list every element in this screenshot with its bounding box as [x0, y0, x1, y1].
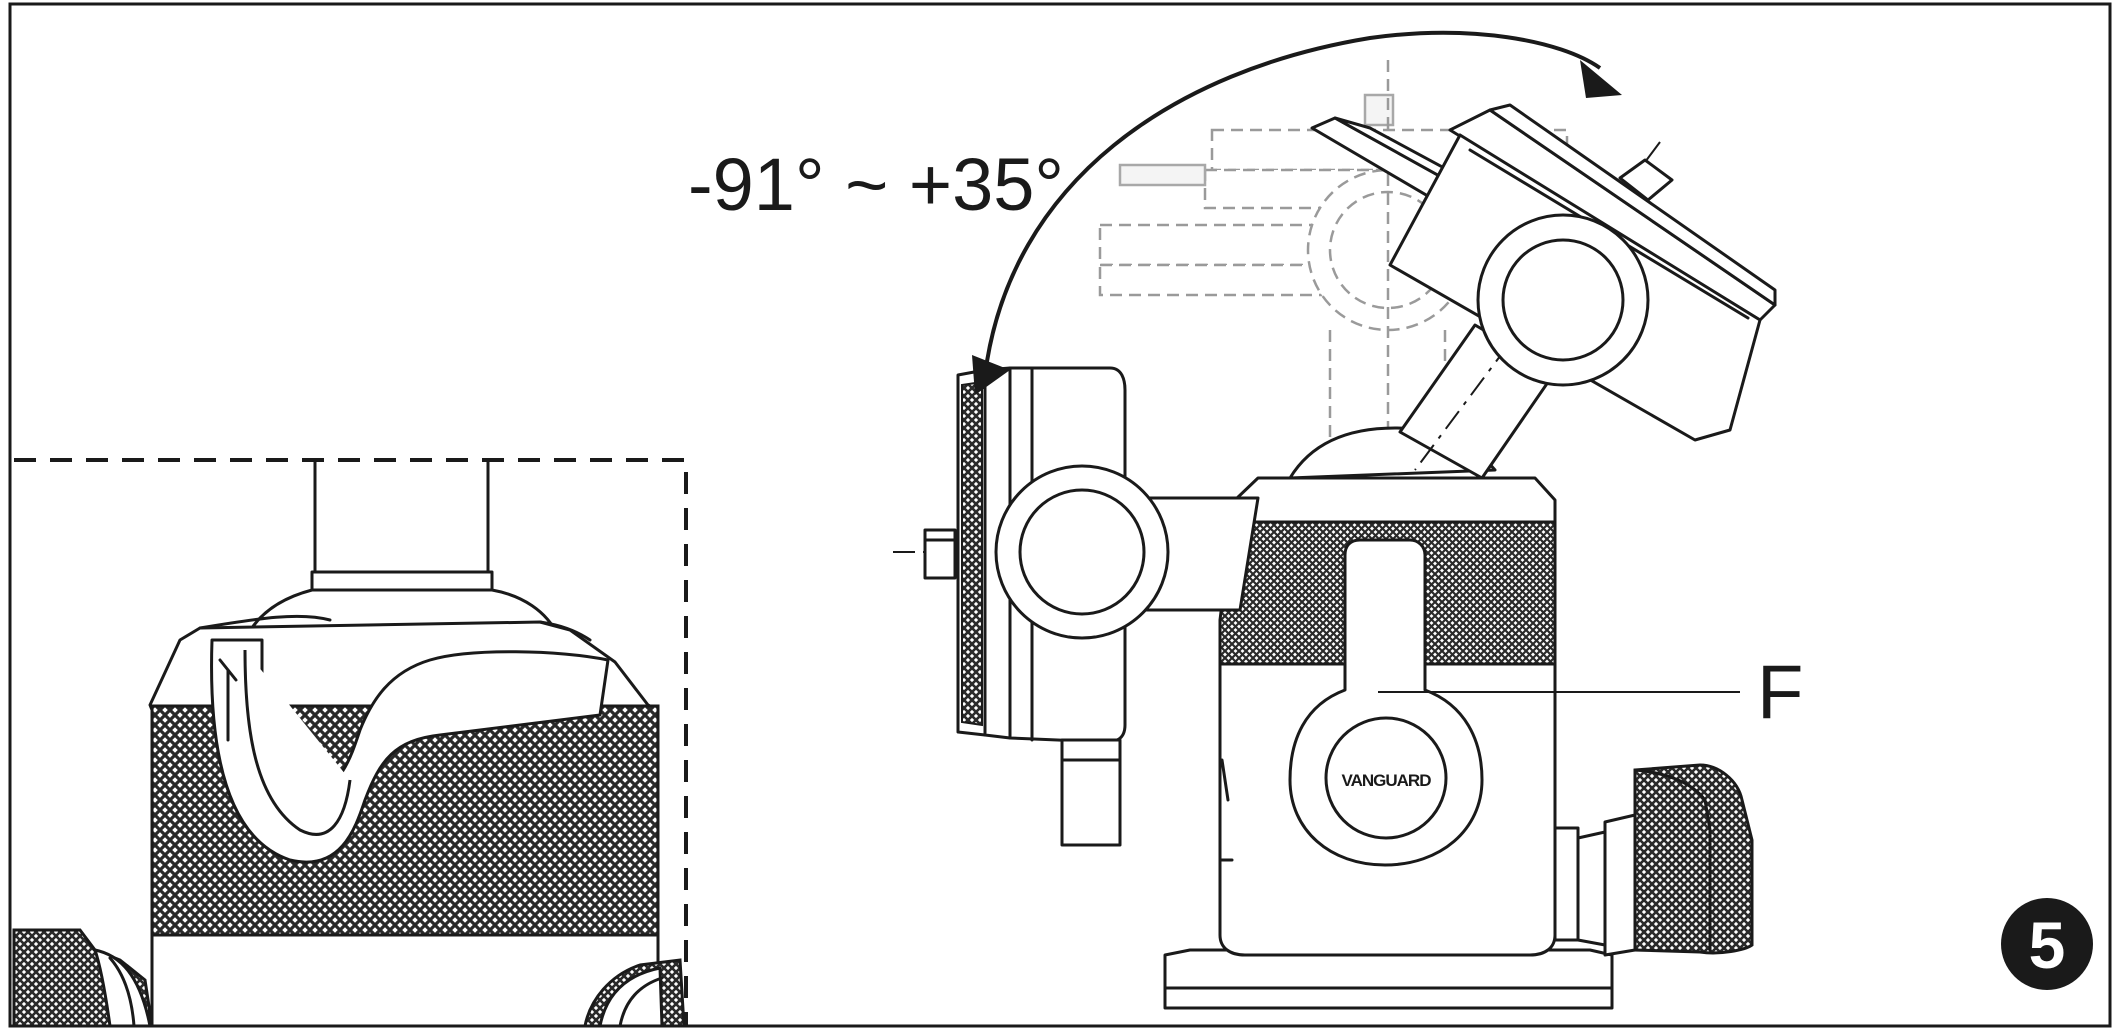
step-badge: 5 — [2001, 898, 2093, 990]
body-collar — [1233, 476, 1557, 527]
step-badge-number: 5 — [2029, 908, 2066, 982]
locking-knob — [1553, 763, 1754, 957]
logo-badge — [1324, 716, 1448, 840]
brand-mark: VANGUARD — [1342, 771, 1432, 790]
step-badge-circle — [2001, 898, 2093, 990]
rotation-range-label: -91° ~ +35° — [688, 143, 1064, 226]
part-label-f: F — [1757, 650, 1803, 735]
inset-border — [14, 458, 688, 1026]
inset-bottom-knob-right — [583, 958, 686, 1028]
base-plate — [1163, 948, 1614, 1010]
clamp-arm-tilted — [1310, 103, 1777, 480]
rotation-arrow-icon — [972, 30, 1622, 395]
ball-head: VANGUARD — [893, 60, 1777, 1010]
inset-stem — [313, 460, 490, 574]
inset-bottom-knob-left — [12, 928, 154, 1028]
figure-frame — [8, 2, 2112, 1028]
clamp-arm-side — [923, 366, 1260, 847]
detail-inset — [12, 458, 688, 1028]
